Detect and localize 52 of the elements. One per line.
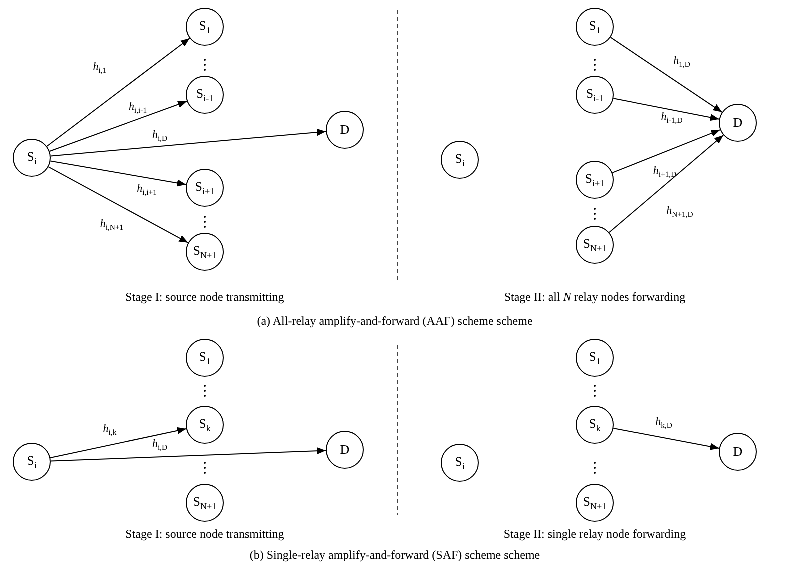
node-circle: S$_{i-1}$ [186,76,224,114]
edge-label: h$_{i+1,D}$ [653,164,677,180]
node-circle: S$_{i}$ [13,443,51,481]
arrow [613,98,720,122]
caption: (a) All-relay amplify-and-forward (AAF) scheme scheme [257,314,533,329]
node-circle: D [719,433,757,471]
arrow [48,166,189,244]
caption: (b) Single-relay amplify-and-forward (SAF) scheme scheme [250,548,540,563]
arrow [613,428,720,450]
arrow [608,134,724,234]
node-circle: S$_{i}$ [441,444,479,482]
node-circle: S$_{N+1}$ [576,484,614,522]
edge-label: h$_{i,i-1}$ [128,100,148,116]
arrow [49,101,188,152]
edge-label: h$_{i,i+1}$ [137,182,157,198]
caption: Stage II: all N relay nodes forwarding [504,290,686,305]
caption: Stage I: source node transmitting [126,290,284,305]
arrow [50,160,187,187]
node-circle: S$_{N+1}$ [186,233,224,271]
node-circle: S$_{1}$ [186,339,224,377]
node-circle: S$_{i}$ [13,139,51,177]
edge-label: h$_{i,N+1}$ [100,218,124,232]
arrow [50,128,327,157]
edge-label: h$_{1,D}$ [674,54,690,70]
node-circle: D [326,431,364,469]
edge-label: h$_{i,D}$ [152,128,168,144]
arrow [610,37,723,113]
caption: Stage II: single relay node forwarding [504,527,686,542]
edge-label: h$_{k,D}$ [656,416,672,430]
node-circle: S$_{1}$ [576,339,614,377]
node-circle: D [326,111,364,149]
node-circle: S$_{i+1}$ [186,169,224,207]
node-circle: S$_{1}$ [576,8,614,46]
node-circle: S$_{i-1}$ [576,76,614,114]
arrow [612,130,721,174]
caption: Stage I: source node transmitting [126,527,284,542]
node-circle: S$_{i+1}$ [576,161,614,199]
edge-label: h$_{i-1,D}$ [661,110,683,126]
node-circle: S$_{N+1}$ [186,484,224,522]
edge-label: h$_{i,k}$ [103,422,117,438]
node-circle: S$_{1}$ [186,8,224,46]
node-circle: S$_{k}$ [576,406,614,444]
node-circle: S$_{i}$ [441,141,479,179]
node-circle: D [719,104,757,142]
edge-label: h$_{i,D}$ [152,438,168,452]
edge-label: h$_{N+1,D}$ [666,204,694,220]
node-circle: S$_{k}$ [186,406,224,444]
arrow [46,38,190,148]
arrow [50,447,327,462]
node-circle: S$_{N+1}$ [576,226,614,264]
arrow [50,427,187,459]
edge-label: h$_{i,1}$ [93,60,107,76]
